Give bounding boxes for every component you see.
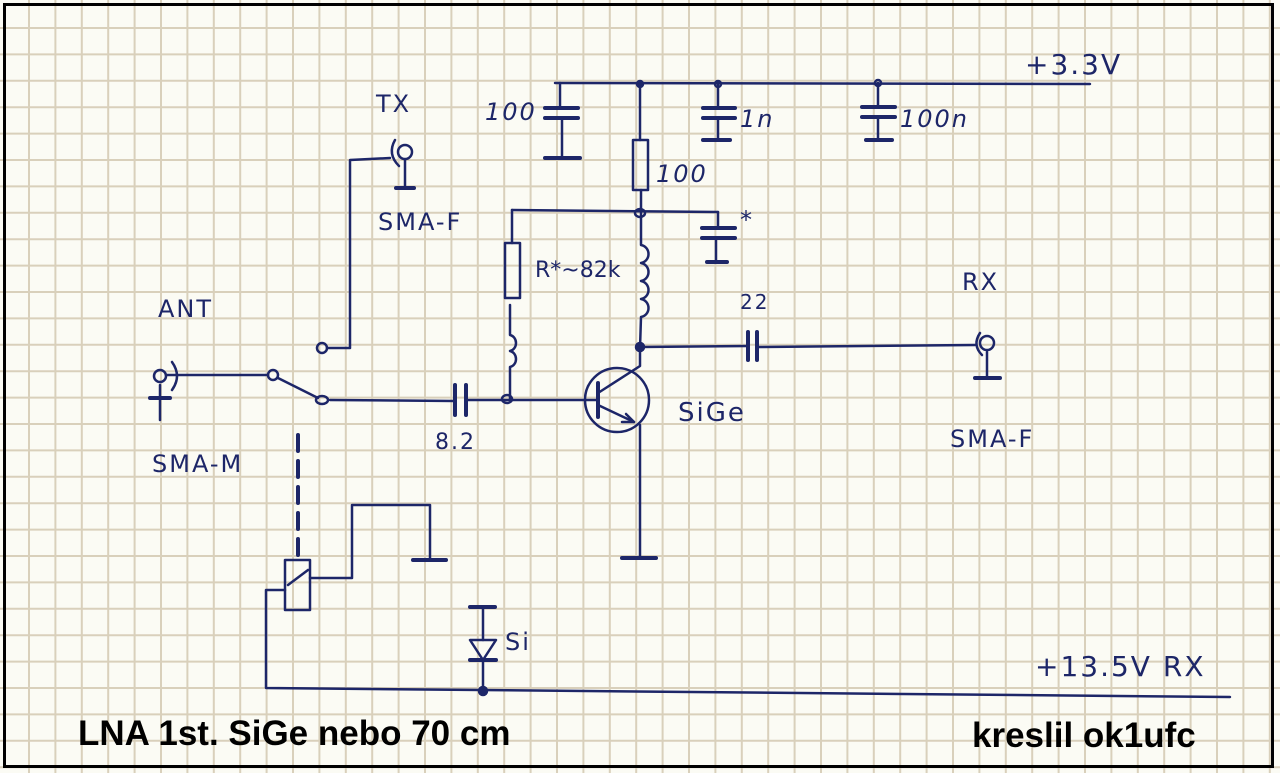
diagram-title: LNA 1st. SiGe nebo 70 cm xyxy=(78,714,511,753)
author-credit: kreslil ok1ufc xyxy=(972,716,1196,755)
label-c-star: * xyxy=(740,206,754,234)
rx-connector xyxy=(973,331,1002,380)
diode-si xyxy=(468,605,498,697)
label-c-100: 100 xyxy=(485,98,537,126)
label-c-8-2: 8.2 xyxy=(435,430,476,455)
ant-connector xyxy=(148,360,270,422)
resistor-r-star xyxy=(503,208,522,402)
label-transistor: SiGe xyxy=(678,398,746,428)
tx-connector xyxy=(390,138,416,190)
capacitor-1n xyxy=(701,79,737,142)
inductor-collector xyxy=(638,211,650,350)
label-ant: ANT xyxy=(158,295,214,323)
capacitor-100n xyxy=(860,78,897,142)
capacitor-100 xyxy=(543,81,582,160)
label-r-100: 100 xyxy=(656,160,708,188)
label-c-1n: 1n xyxy=(740,105,775,133)
image-border xyxy=(3,3,1274,768)
label-r-star: R*~82k xyxy=(535,258,621,283)
label-rx-connector: SMA-F xyxy=(950,425,1035,453)
label-diode: Si xyxy=(505,628,531,656)
label-c-100n: 100n xyxy=(900,105,970,133)
label-tx: TX xyxy=(376,90,412,118)
relay-switch xyxy=(264,156,1232,699)
transistor-sige xyxy=(583,345,658,560)
label-rx: RX xyxy=(962,268,1000,296)
label-supply-3v3: +3.3V xyxy=(1025,48,1123,81)
capacitor-star xyxy=(700,210,737,264)
label-ant-connector: SMA-M xyxy=(152,450,244,478)
label-supply-13v5: +13.5V RX xyxy=(1035,650,1206,683)
label-c-22: 22 xyxy=(740,290,770,314)
label-tx-connector: SMA-F xyxy=(378,208,463,236)
